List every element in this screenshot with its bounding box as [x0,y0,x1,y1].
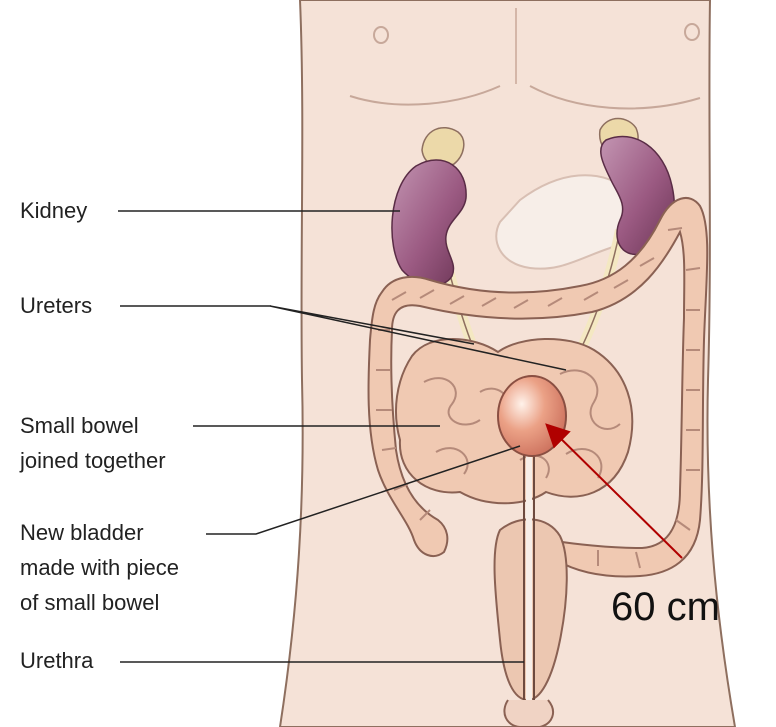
label-small-bowel-line1: Small bowel [20,411,139,441]
annotation-60cm: 60 cm [611,585,720,629]
urethra-fill [526,440,532,700]
label-new-bladder-line1: New bladder [20,518,144,548]
label-new-bladder-line2: made with piece [20,553,179,583]
label-small-bowel-line2: joined together [20,446,166,476]
label-urethra: Urethra [20,646,93,676]
label-ureters: Ureters [20,291,92,321]
label-new-bladder-line3: of small bowel [20,588,159,618]
pelvic-outline [504,700,553,727]
new-bladder [498,376,566,456]
label-kidney: Kidney [20,196,87,226]
